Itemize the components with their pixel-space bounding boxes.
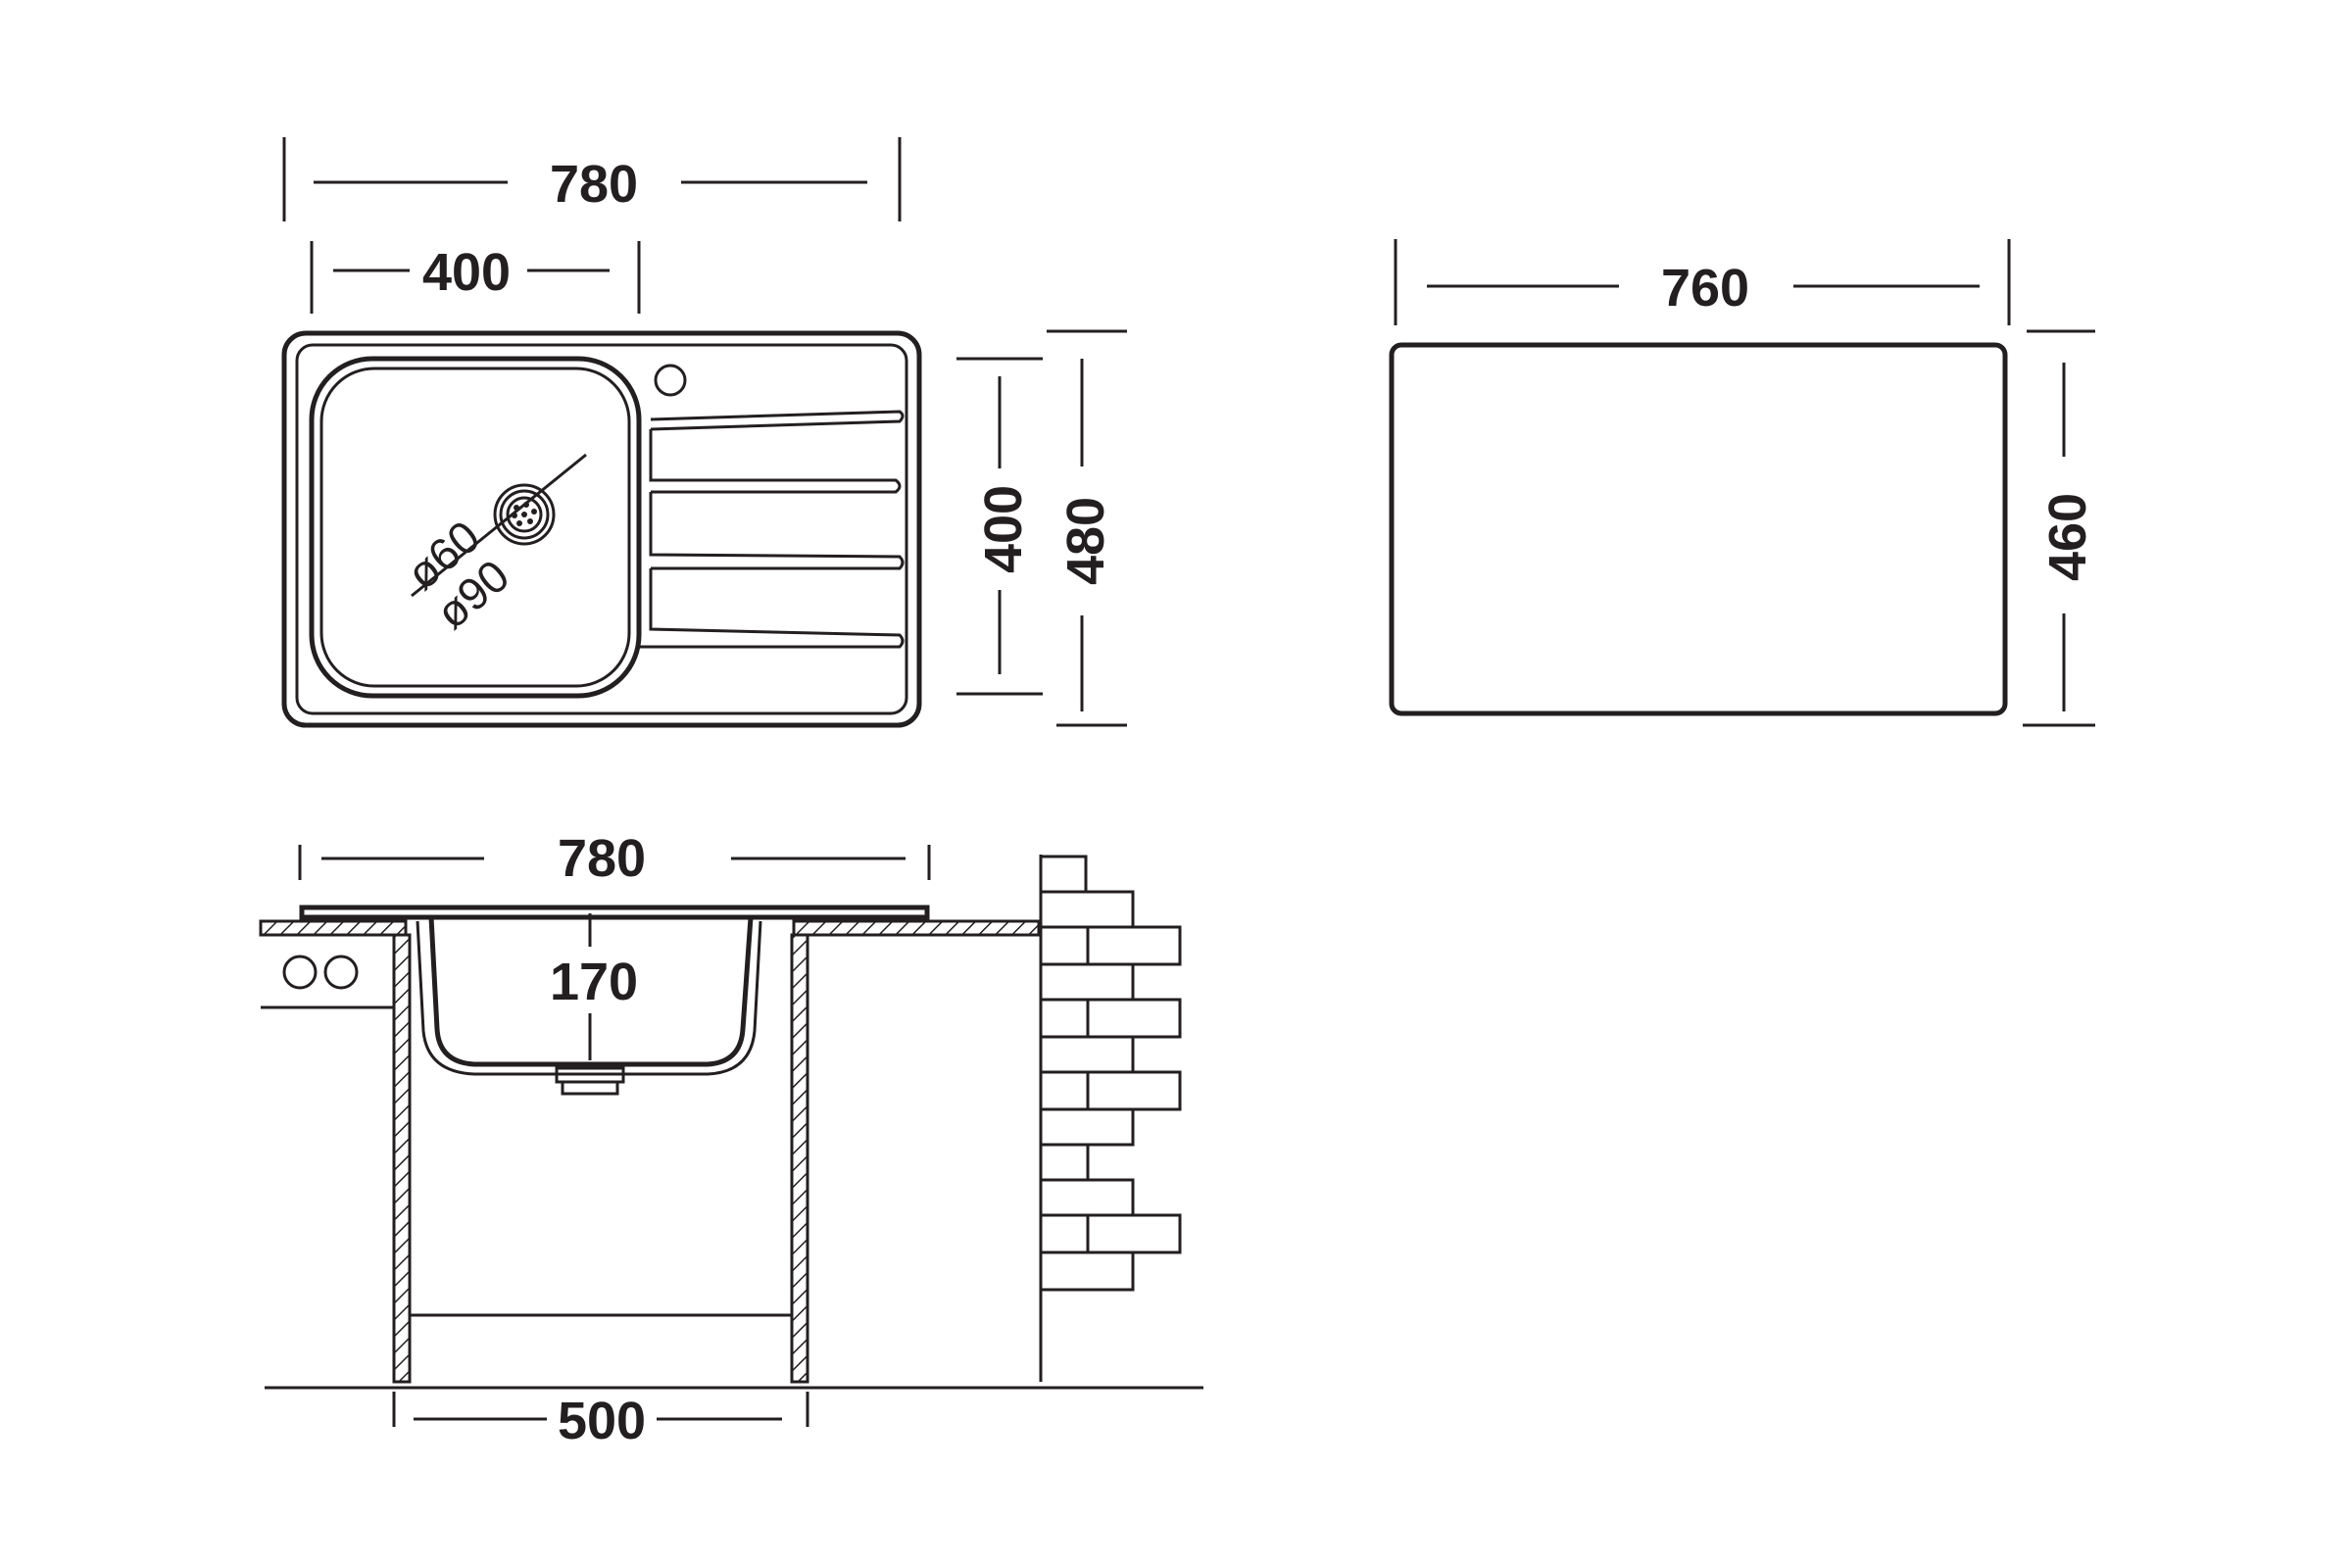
countertop-right [792, 919, 1041, 937]
sink-outer-rim [281, 330, 922, 728]
dim-cabinet-width: 500 [558, 1392, 646, 1450]
bowl-section [428, 916, 754, 1067]
bowl-section-outer [416, 920, 762, 1076]
dim-line-400-vertical [956, 357, 1043, 696]
drain-outlet-bottom [561, 1080, 619, 1096]
knob-right [323, 955, 359, 990]
tap-hole [654, 364, 687, 397]
sink-bowl [309, 356, 642, 699]
cutout-view: 760 460 [1389, 239, 2097, 727]
countertop-left [259, 919, 408, 937]
dim-line-500 [392, 1392, 809, 1427]
side-view: 780 170 [259, 829, 1203, 1450]
dim-overall-width-top: 780 [550, 155, 638, 214]
dim-bowl-height: 170 [550, 953, 638, 1011]
sink-bowl-inner [319, 367, 631, 688]
dim-cutout-width: 760 [1661, 259, 1749, 318]
dim-line-780-top [282, 137, 902, 221]
dim-line-480-vertical [1047, 329, 1127, 727]
drain-fitting [493, 483, 556, 546]
dim-overall-width-side: 780 [558, 829, 646, 888]
brick-wall [1039, 855, 1182, 1382]
dim-line-780-side [298, 845, 931, 880]
dim-line-760 [1394, 239, 2011, 325]
sink-top-view: ø60 ø90 780 400 [281, 137, 1127, 728]
sink-inner-rim [295, 343, 908, 715]
knob-left [282, 955, 318, 990]
cabinet-panel-left [392, 933, 412, 1384]
dim-bowl-depth: 400 [974, 485, 1033, 573]
dim-line-400-bowl [310, 241, 641, 314]
drainer-ribs [639, 410, 905, 649]
cabinet-panel-right [790, 933, 809, 1384]
dim-bowl-width: 400 [422, 243, 511, 302]
cutout-rectangle [1389, 342, 2008, 716]
dim-overall-depth: 480 [1056, 497, 1115, 585]
dim-cutout-depth: 460 [2038, 493, 2097, 581]
sink-rim-profile [299, 905, 930, 920]
drain-leader-line [411, 453, 587, 598]
dim-line-460 [2023, 329, 2095, 727]
